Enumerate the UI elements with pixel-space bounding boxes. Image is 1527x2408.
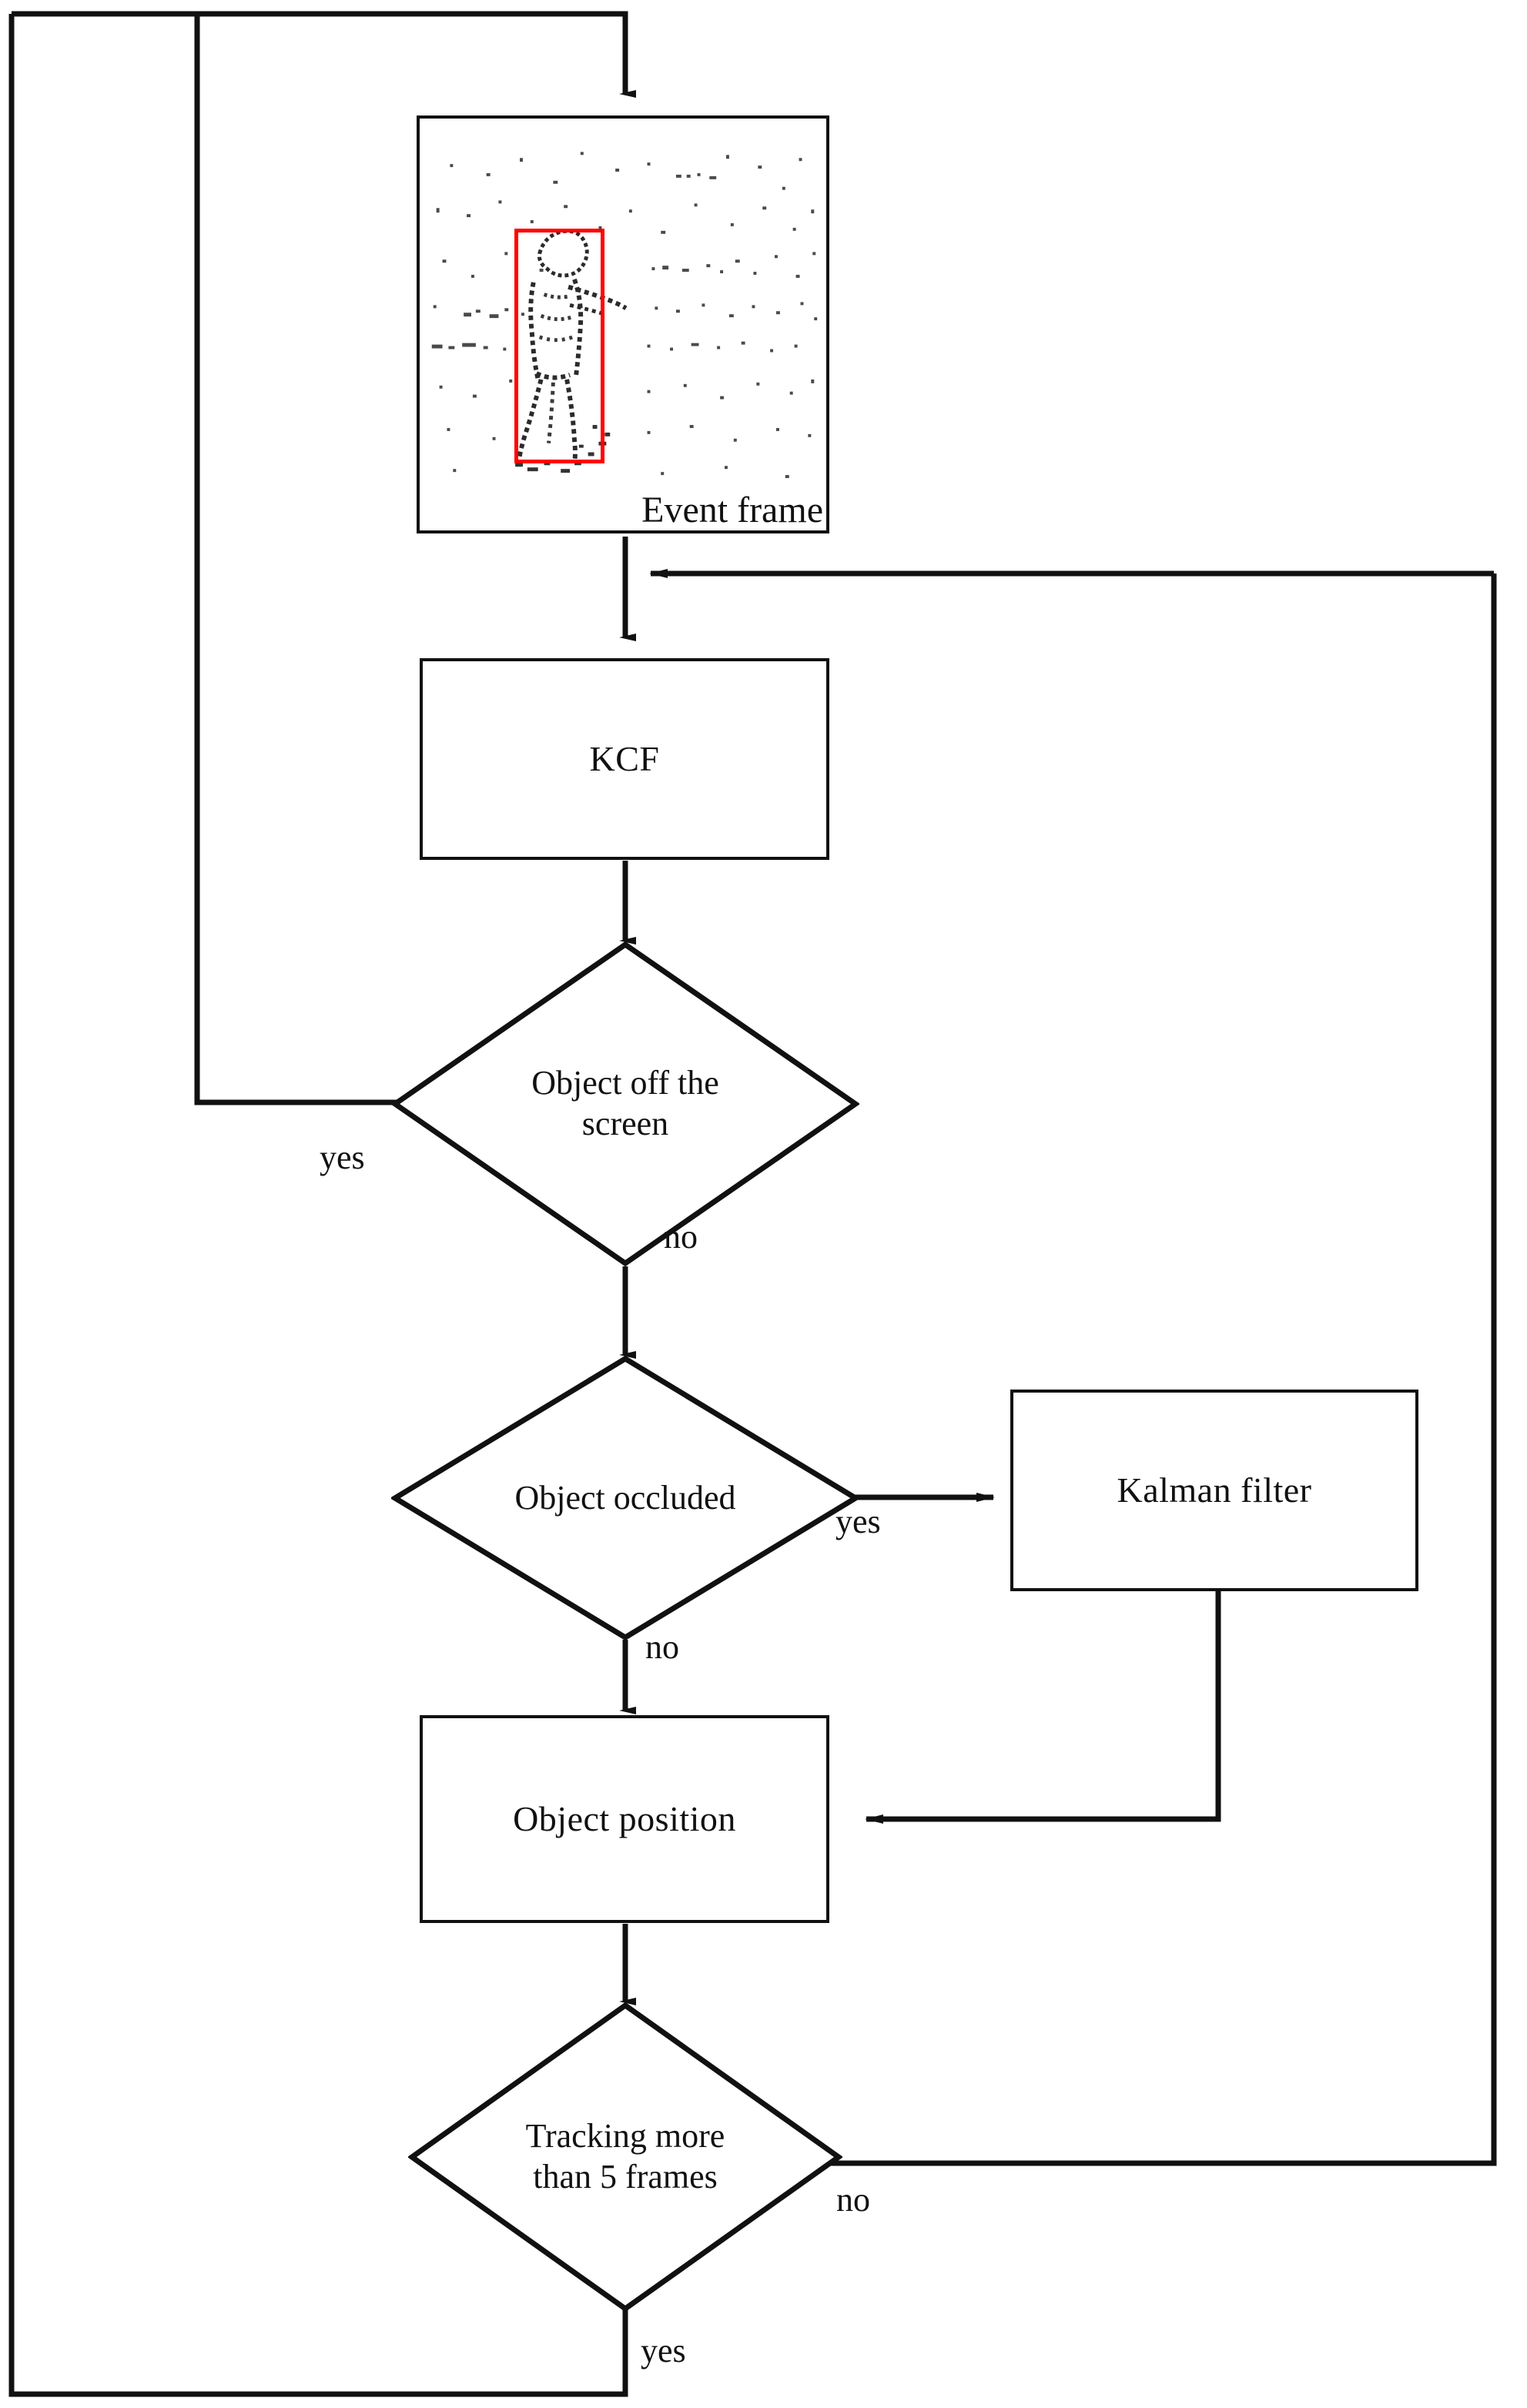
process-object-position[interactable]: Object position [420, 1715, 829, 1923]
edge-label-occluded-yes: yes [835, 1503, 881, 1540]
object-position-label: Object position [513, 1798, 736, 1838]
diamond-shape [408, 2002, 842, 2313]
event-frame-node[interactable]: Event frame [417, 115, 829, 533]
edge-label-occluded-no: no [645, 1628, 679, 1666]
edge-label-off-screen-no: no [664, 1218, 698, 1256]
event-frame-caption: Event frame [641, 490, 823, 530]
edge-label-off-screen-yes: yes [320, 1139, 365, 1176]
decision-object-occluded[interactable]: Object occluded [391, 1355, 859, 1641]
edge-label-tracking-no: no [836, 2181, 870, 2219]
event-noise-image [420, 119, 826, 530]
diamond-shape [391, 1355, 859, 1641]
edge-label-tracking-yes: yes [641, 2332, 686, 2370]
decision-object-off-screen[interactable]: Object off the screen [391, 941, 859, 1267]
object-bounding-box [514, 229, 604, 463]
kalman-filter-label: Kalman filter [1117, 1470, 1312, 1510]
process-kcf[interactable]: KCF [420, 658, 829, 860]
decision-tracking-frames[interactable]: Tracking more than 5 frames [408, 2002, 842, 2313]
process-kalman-filter[interactable]: Kalman filter [1010, 1390, 1418, 1591]
kcf-label: KCF [589, 738, 660, 778]
diamond-shape [391, 941, 859, 1267]
